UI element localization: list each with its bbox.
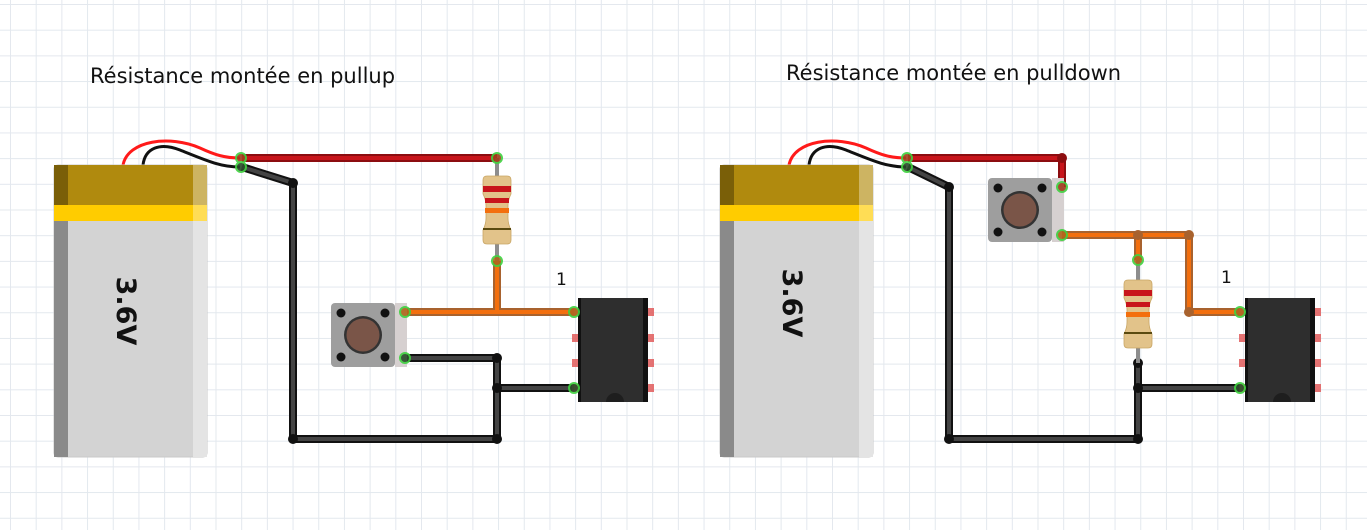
resistor-icon[interactable] <box>1123 279 1153 349</box>
wire-signal[interactable] <box>405 261 574 316</box>
chip-pin1-label-pullup: 1 <box>556 270 567 290</box>
battery-lead-red <box>121 139 241 166</box>
ic-dip8-icon[interactable] <box>1239 298 1321 402</box>
battery-lead-red <box>787 139 907 166</box>
pushbutton-icon[interactable] <box>988 178 1064 242</box>
circuit-pulldown: 3.6V <box>719 139 1321 458</box>
connector-dots <box>901 152 1246 394</box>
battery-lead-black <box>807 145 907 169</box>
chip-pin1-label-pulldown: 1 <box>1221 268 1232 288</box>
resistor-icon[interactable] <box>482 175 512 245</box>
connector-dots <box>235 152 580 394</box>
circuit-pullup: 3.6V <box>53 139 654 458</box>
circuit-title-pulldown: Résistance montée en pulldown <box>786 61 1122 85</box>
battery-label: 3.6V <box>110 277 141 346</box>
battery-label: 3.6V <box>776 269 807 338</box>
circuit-title-pullup: Résistance montée en pullup <box>90 64 396 88</box>
pushbutton-icon[interactable] <box>331 303 407 367</box>
battery-lead-black <box>141 145 241 169</box>
ic-dip8-icon[interactable] <box>572 298 654 402</box>
